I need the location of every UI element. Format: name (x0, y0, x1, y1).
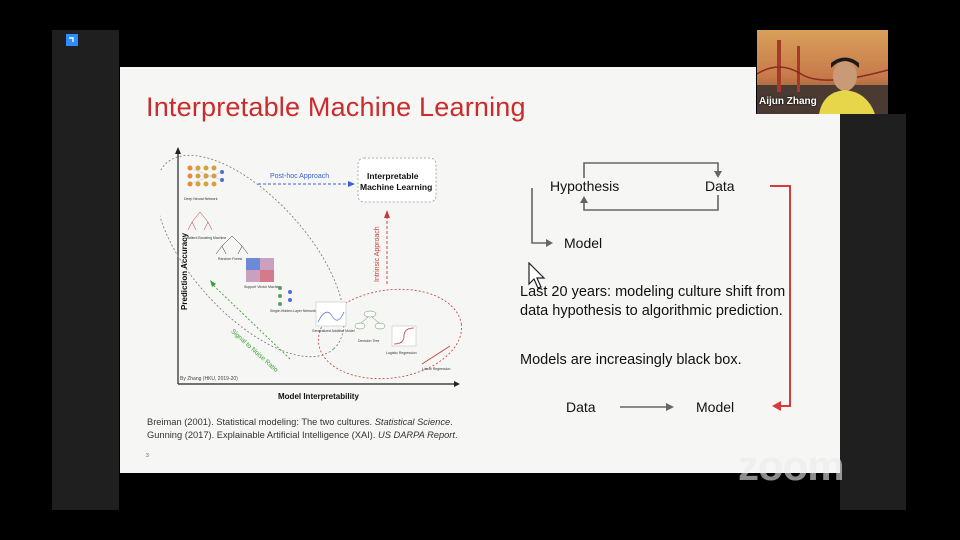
decision-tree-graphic (354, 310, 386, 330)
neural-network-graphic (187, 165, 224, 187)
slide-title: Interpretable Machine Learning (146, 92, 526, 122)
interpretability-figure: Deep Neural Network Gradient Boosting Ma… (160, 147, 462, 387)
svg-text:Random Forest: Random Forest (218, 257, 242, 261)
slide-right-area (756, 114, 840, 473)
mouse-cursor-icon (528, 262, 546, 289)
svg-text:Deep Neural Network: Deep Neural Network (184, 197, 218, 201)
left-side-panel (52, 30, 119, 510)
posthoc-label: Post-hoc Approach (270, 173, 330, 180)
bottom-data: Data (566, 399, 596, 415)
box-label-line2: Machine Learning (360, 182, 433, 192)
presentation-slide (120, 67, 756, 473)
diagram-data: Data (705, 178, 735, 194)
svg-text:Gradient Boosting Machine: Gradient Boosting Machine (184, 236, 226, 240)
svg-text:Support Vector Machine: Support Vector Machine (244, 285, 281, 289)
zoom-watermark: zoom (738, 442, 845, 489)
culture-shift-text: Last 20 years: modeling culture shift fr… (520, 284, 786, 319)
svg-text:Logistic Regression: Logistic Regression (386, 351, 417, 355)
zoom-share-icon[interactable] (64, 33, 80, 47)
random-forest-graphic (215, 235, 249, 255)
bottom-model: Model (696, 399, 735, 415)
participant-name: Aijun Zhang (759, 96, 817, 107)
svg-text:Linear Regression: Linear Regression (422, 367, 450, 371)
participant-video[interactable] (757, 30, 888, 114)
diagram-model: Model (564, 235, 603, 251)
x-axis-label: Model Interpretability (278, 392, 359, 401)
box-label-line1: Interpretable (367, 171, 419, 181)
tree-ensemble-graphic (187, 211, 213, 231)
figure-credit: By Zhang (HKU, 2019-20) (180, 376, 238, 382)
video-feed (757, 30, 888, 114)
svg-text:Decision Tree: Decision Tree (358, 339, 379, 343)
diagram-hypothesis: Hypothesis (550, 178, 620, 194)
black-box-text: Models are increasingly black box. (520, 352, 742, 368)
reference-breiman: Breiman (2001). Statistical modeling: Th… (147, 417, 453, 427)
right-side-panel (840, 114, 906, 510)
svg-text:Generalized Additive Model: Generalized Additive Model (312, 329, 355, 333)
reference-gunning: Gunning (2017). Explainable Artificial I… (147, 430, 458, 440)
page-number: 3 (146, 453, 149, 459)
svg-text:Single-Hidden-Layer Network: Single-Hidden-Layer Network (270, 309, 316, 313)
